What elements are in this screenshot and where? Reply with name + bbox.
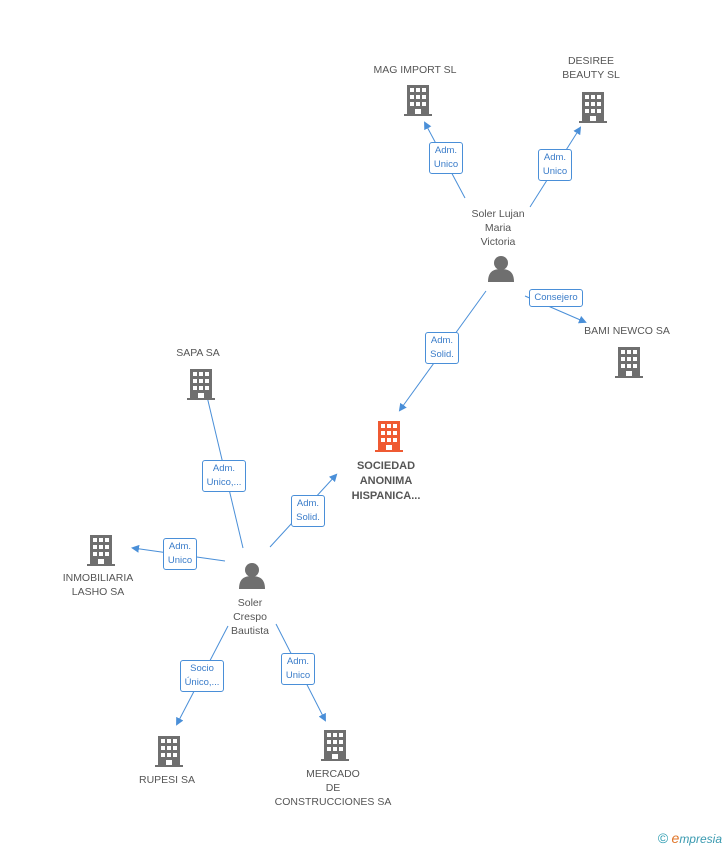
- node-label-rupesi[interactable]: RUPESI SA: [138, 774, 196, 786]
- node-label-mercado[interactable]: MERCADO DE CONSTRUCCIONES SA: [274, 768, 392, 808]
- edge-label-lujan-mag[interactable]: Adm. Unico: [428, 142, 464, 174]
- edge-label-crespo-rupesi[interactable]: Socio Único,...: [179, 660, 225, 692]
- copyright-symbol: ©: [657, 830, 669, 846]
- edge-label-crespo-center[interactable]: Adm. Solid.: [291, 495, 325, 527]
- building-icon-mag[interactable]: [404, 85, 432, 116]
- building-icon-sapa[interactable]: [187, 369, 215, 400]
- building-icon-bami[interactable]: [615, 347, 643, 378]
- node-label-bami[interactable]: BAMI NEWCO SA: [584, 325, 670, 337]
- person-icon-lujan[interactable]: [488, 256, 514, 282]
- brand-e: e: [671, 830, 680, 846]
- node-label-crespo[interactable]: Soler Crespo Bautista: [231, 597, 269, 637]
- node-label-mag[interactable]: MAG IMPORT SL: [373, 64, 457, 76]
- building-icon-center[interactable]: [375, 421, 403, 452]
- edge-label-lujan-center[interactable]: Adm. Solid.: [425, 332, 459, 364]
- edge-label-crespo-mercado[interactable]: Adm. Unico: [280, 653, 316, 685]
- brand-text: mpresia: [679, 832, 722, 846]
- building-icon-lasho[interactable]: [87, 535, 115, 566]
- edge-label-lujan-bami[interactable]: Consejero: [529, 289, 583, 307]
- node-label-center[interactable]: SOCIEDAD ANONIMA HISPANICA...: [351, 460, 421, 502]
- node-label-lasho[interactable]: INMOBILIARIA LASHO SA: [62, 572, 134, 598]
- edge-label-crespo-sapa[interactable]: Adm. Unico,...: [201, 460, 247, 492]
- edge-label-lujan-desiree[interactable]: Adm. Unico: [537, 149, 573, 181]
- edge-label-crespo-lasho[interactable]: Adm. Unico: [162, 538, 198, 570]
- building-icon-desiree[interactable]: [579, 92, 607, 123]
- empresia-logo: © empresia: [658, 830, 722, 846]
- node-label-desiree[interactable]: DESIREE BEAUTY SL: [562, 55, 620, 81]
- person-icon-crespo[interactable]: [239, 563, 265, 589]
- node-label-lujan[interactable]: Soler Lujan Maria Victoria: [471, 208, 525, 248]
- building-icon-rupesi[interactable]: [155, 736, 183, 767]
- building-icon-mercado[interactable]: [321, 730, 349, 761]
- node-label-sapa[interactable]: SAPA SA: [176, 347, 220, 359]
